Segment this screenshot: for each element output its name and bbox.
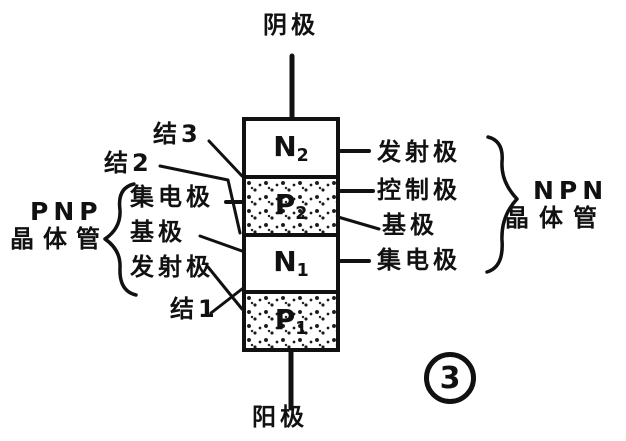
pnp-group-brace: [103, 182, 138, 297]
npn-base-label: 基极: [382, 211, 438, 239]
npn-subtitle: 晶体管: [505, 204, 607, 232]
layer-p2-label: P2: [274, 187, 308, 224]
npn-gate-label: 控制极: [377, 176, 461, 204]
junction2-pointer-line: [158, 164, 242, 235]
npn-collector-label: 集电极: [377, 246, 461, 274]
anode-label: 阳极: [252, 403, 308, 431]
npn-group-brace: [485, 135, 519, 274]
npn-emitter-label: 发射极: [377, 138, 461, 166]
npn-title: NPN: [533, 176, 609, 205]
base-left-pointer-line: [198, 234, 244, 253]
layer-p2: P2: [246, 174, 336, 233]
layer-n2-label: N2: [273, 129, 309, 166]
junction2-label: 结2: [104, 149, 153, 177]
semiconductor-stack: N2 P2 N1 P1: [242, 117, 340, 352]
emitter-left-pointer-line: [206, 265, 244, 311]
cathode-label: 阴极: [263, 11, 319, 39]
pnp-subtitle: 晶体管: [10, 225, 109, 253]
junction1-label: 结1: [170, 295, 219, 323]
junction3-pointer-line: [207, 139, 244, 178]
layer-p1-label: P1: [274, 303, 308, 340]
junction1-pointer-line: [209, 287, 244, 315]
junction3-label: 结3: [153, 120, 202, 148]
figure-number: 3: [439, 360, 461, 396]
figure-number-badge: 3: [424, 352, 476, 404]
pnp-base-label: 基极: [130, 218, 186, 246]
layer-n2: N2: [246, 121, 336, 175]
pnp-collector-label: 集电极: [130, 183, 214, 211]
layer-n1-label: N1: [273, 245, 309, 282]
base-right-pointer-line: [336, 215, 381, 231]
layer-p1: P1: [246, 290, 336, 348]
pnp-title: PNP: [30, 197, 103, 226]
layer-n1: N1: [246, 232, 336, 291]
pnp-emitter-label: 发射极: [130, 253, 214, 281]
